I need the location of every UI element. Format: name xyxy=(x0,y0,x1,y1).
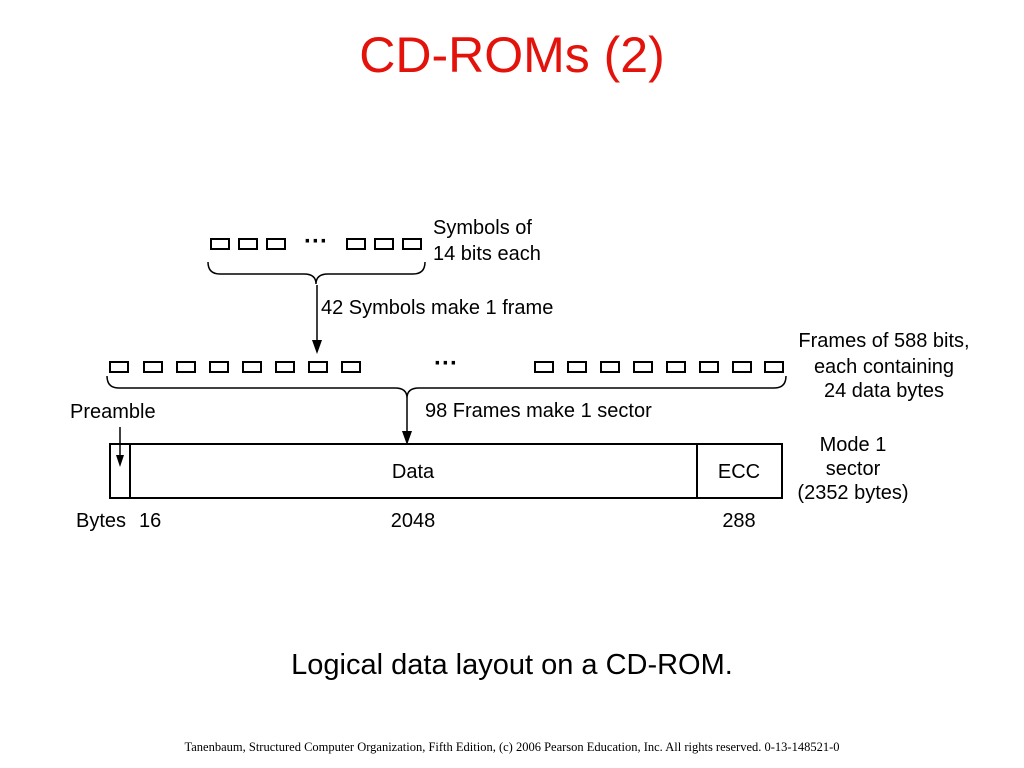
sector-ecc-label: ECC xyxy=(718,461,760,483)
symbol-box xyxy=(402,238,422,250)
frame-box xyxy=(275,361,295,373)
symbol-box xyxy=(210,238,230,250)
frame-box xyxy=(308,361,328,373)
frame-box xyxy=(600,361,620,373)
arrow-to-frame xyxy=(312,285,322,354)
symbol-box xyxy=(238,238,258,250)
frame-box xyxy=(567,361,587,373)
symbol-row xyxy=(210,238,422,250)
frame-rule-label: 42 Symbols make 1 frame xyxy=(321,297,553,319)
symbols-label-line2: 14 bits each xyxy=(433,243,541,265)
ecc-bytes-label: 288 xyxy=(722,510,755,532)
slide-title: CD-ROMs (2) xyxy=(359,27,665,83)
symbols-brace xyxy=(207,261,426,285)
frame-ellipsis: ··· xyxy=(434,350,458,377)
frame-box xyxy=(242,361,262,373)
frames-brace xyxy=(106,375,787,399)
frame-box xyxy=(176,361,196,373)
frame-box xyxy=(764,361,784,373)
symbol-ellipsis: ··· xyxy=(304,228,328,255)
frames-label-line2: each containing xyxy=(814,356,954,378)
sector-label-line1: Mode 1 xyxy=(820,434,887,456)
frames-label-line1: Frames of 588 bits, xyxy=(798,330,969,352)
preamble-label: Preamble xyxy=(70,401,156,423)
frames-label-line3: 24 data bytes xyxy=(824,380,944,402)
frame-box xyxy=(666,361,686,373)
symbol-box xyxy=(374,238,394,250)
sector-box xyxy=(109,443,783,499)
preamble-arrow xyxy=(116,427,124,467)
frame-box xyxy=(534,361,554,373)
frame-box xyxy=(109,361,129,373)
sector-label-line2: sector xyxy=(826,458,881,480)
frame-row xyxy=(109,361,784,373)
frame-box xyxy=(341,361,361,373)
frame-box xyxy=(732,361,752,373)
preamble-bytes-label: 16 xyxy=(139,510,161,532)
figure-caption: Logical data layout on a CD-ROM. xyxy=(291,649,733,681)
symbols-label-line1: Symbols of xyxy=(433,217,532,239)
data-bytes-label: 2048 xyxy=(391,510,436,532)
frame-box xyxy=(633,361,653,373)
sector-label-line3: (2352 bytes) xyxy=(797,482,908,504)
symbol-box xyxy=(266,238,286,250)
frame-box xyxy=(699,361,719,373)
copyright-footer: Tanenbaum, Structured Computer Organizat… xyxy=(184,740,840,754)
sector-rule-label: 98 Frames make 1 sector xyxy=(425,400,652,422)
frame-box xyxy=(209,361,229,373)
bytes-prefix-label: Bytes xyxy=(76,510,126,532)
symbol-box xyxy=(346,238,366,250)
arrow-to-sector xyxy=(402,398,412,445)
sector-data-label: Data xyxy=(392,461,435,483)
frame-box xyxy=(143,361,163,373)
